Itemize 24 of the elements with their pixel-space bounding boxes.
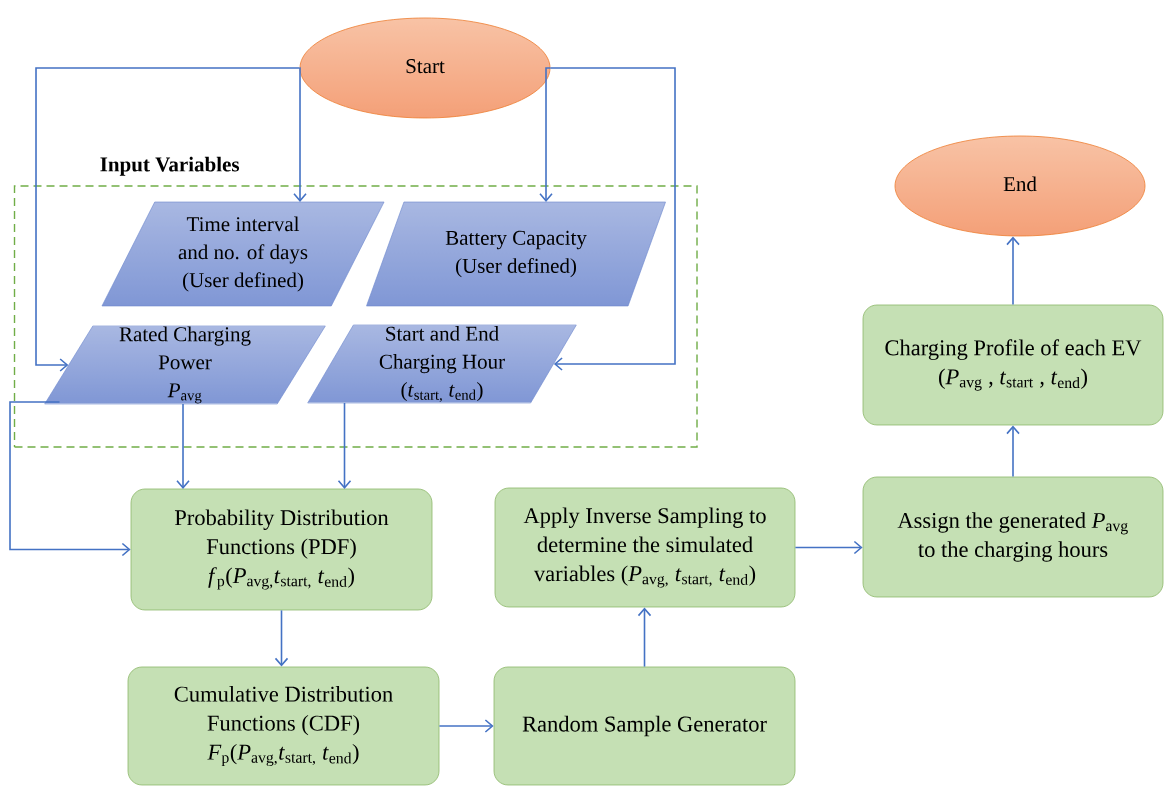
process-box: Assign the generated P$_{avg}$ to the charging hours (862, 476, 1164, 598)
arrow (1006, 236, 1020, 306)
input-parallelogram: Time interval and no. of days (User defined) (101, 201, 385, 307)
arrow (274, 609, 289, 667)
arrow (293, 67, 307, 202)
input-parallelogram: Battery Capacity (User defined) (366, 201, 666, 307)
node-label: Input Variables (100, 156, 240, 176)
process-box: Random Sample Generator (493, 666, 796, 786)
arrow (438, 719, 494, 733)
arrow (549, 67, 676, 371)
input-parallelogram: Start and End Charging Hour (t$_{start,}$ t$_{end}$) (307, 324, 577, 404)
arrow (539, 67, 553, 202)
process-box: Charging Profile of each EV (P$_{avg}$ , t$_{start}$ , t$_{end}$) (862, 304, 1164, 426)
arrow (794, 540, 863, 555)
arrow (176, 403, 190, 489)
input-parallelogram: Rated Charging Power P$_{avg}$ (44, 325, 326, 405)
arrow (35, 67, 301, 372)
process-box: Probability Distribution Functions (PDF) f$_{p}$(P$_{avg,}$t$_{start,}$ t$_{end}$) (130, 488, 433, 611)
arrow (337, 402, 352, 489)
process-box: Apply Inverse Sampling to determine the simulated variables (P$_{avg,}$ t$_{start,}$ t$_{end}$) (494, 487, 796, 608)
arrow (637, 607, 652, 668)
process-box: Cumulative Distribution Functions (CDF) F$_{p}$(P$_{avg,}$t$_{start,}$ t$_{end}$) (127, 666, 440, 786)
arrow (1006, 425, 1020, 478)
arrow (9, 401, 131, 557)
